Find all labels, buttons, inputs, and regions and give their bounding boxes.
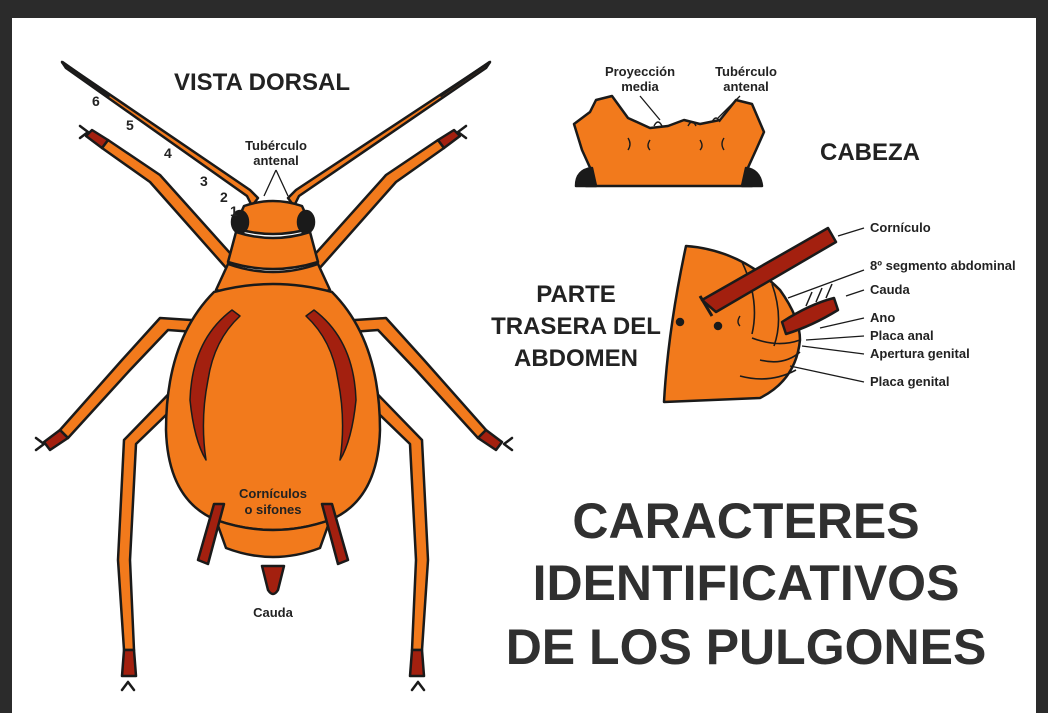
tuberculo-pointer bbox=[263, 169, 289, 197]
tuberculo-head-label-line2: antenal bbox=[723, 79, 769, 94]
tuberculo-head-pointer bbox=[717, 95, 741, 119]
proyeccion-pointer bbox=[639, 95, 661, 121]
proyeccion-label-line1: Proyección bbox=[605, 64, 675, 79]
antenna-segment-numbers: 6 5 4 3 2 1 bbox=[92, 93, 238, 219]
rear-abdomen-labels: Cornículo 8º segmento abdominal Cauda An… bbox=[870, 220, 1016, 389]
rear-title-line2: TRASERA DEL bbox=[491, 313, 661, 340]
corniculos-label-line2: o sifones bbox=[244, 502, 301, 517]
aphid-dorsal-view bbox=[34, 60, 514, 692]
main-title: CARACTERES IDENTIFICATIVOS DE LOS PULGON… bbox=[506, 493, 987, 675]
eye-right bbox=[296, 209, 316, 235]
label-apertura-genital: Apertura genital bbox=[870, 346, 970, 361]
head-title: CABEZA bbox=[820, 139, 920, 166]
tuberculo-label-line2: antenal bbox=[253, 153, 299, 168]
label-corniculo: Cornículo bbox=[870, 220, 931, 235]
frame-left-bar bbox=[0, 0, 12, 713]
segment-5: 5 bbox=[126, 117, 134, 133]
label-ano: Ano bbox=[870, 310, 895, 325]
segment-1: 1 bbox=[230, 203, 238, 219]
tuberculo-head-label-line1: Tubérculo bbox=[715, 64, 777, 79]
head-diagram bbox=[572, 94, 766, 188]
aphid-abdomen bbox=[164, 282, 382, 559]
aphid-head bbox=[230, 199, 316, 236]
label-placa-genital: Placa genital bbox=[870, 374, 949, 389]
main-title-line2: IDENTIFICATIVOS bbox=[533, 555, 960, 611]
tuberculo-label-line1: Tubérculo bbox=[245, 138, 307, 153]
segment-6: 6 bbox=[92, 93, 100, 109]
cauda-dorsal bbox=[260, 564, 286, 596]
leg-front-right bbox=[306, 124, 468, 272]
rear-abdomen-pointers bbox=[787, 227, 865, 383]
leg-front-left bbox=[78, 124, 240, 272]
segment-3: 3 bbox=[200, 173, 208, 189]
segment-2: 2 bbox=[220, 189, 228, 205]
frame-right-bar bbox=[1036, 0, 1048, 713]
label-placa-anal: Placa anal bbox=[870, 328, 934, 343]
corniculos-label-line1: Cornículos bbox=[239, 486, 307, 501]
segment-4: 4 bbox=[164, 145, 172, 161]
dorsal-title: VISTA DORSAL bbox=[174, 69, 350, 96]
main-title-line1: CARACTERES bbox=[572, 493, 919, 549]
proyeccion-label-line2: media bbox=[621, 79, 659, 94]
rear-title-line3: ABDOMEN bbox=[514, 345, 638, 372]
main-title-line3: DE LOS PULGONES bbox=[506, 619, 987, 675]
corniculos bbox=[196, 502, 350, 566]
rear-title-line1: PARTE bbox=[536, 281, 616, 308]
label-8-segmento: 8º segmento abdominal bbox=[870, 258, 1016, 273]
rear-abdomen-diagram bbox=[662, 226, 840, 404]
cauda-label: Cauda bbox=[253, 605, 294, 620]
frame-top-bar bbox=[0, 0, 1048, 18]
label-cauda: Cauda bbox=[870, 282, 911, 297]
